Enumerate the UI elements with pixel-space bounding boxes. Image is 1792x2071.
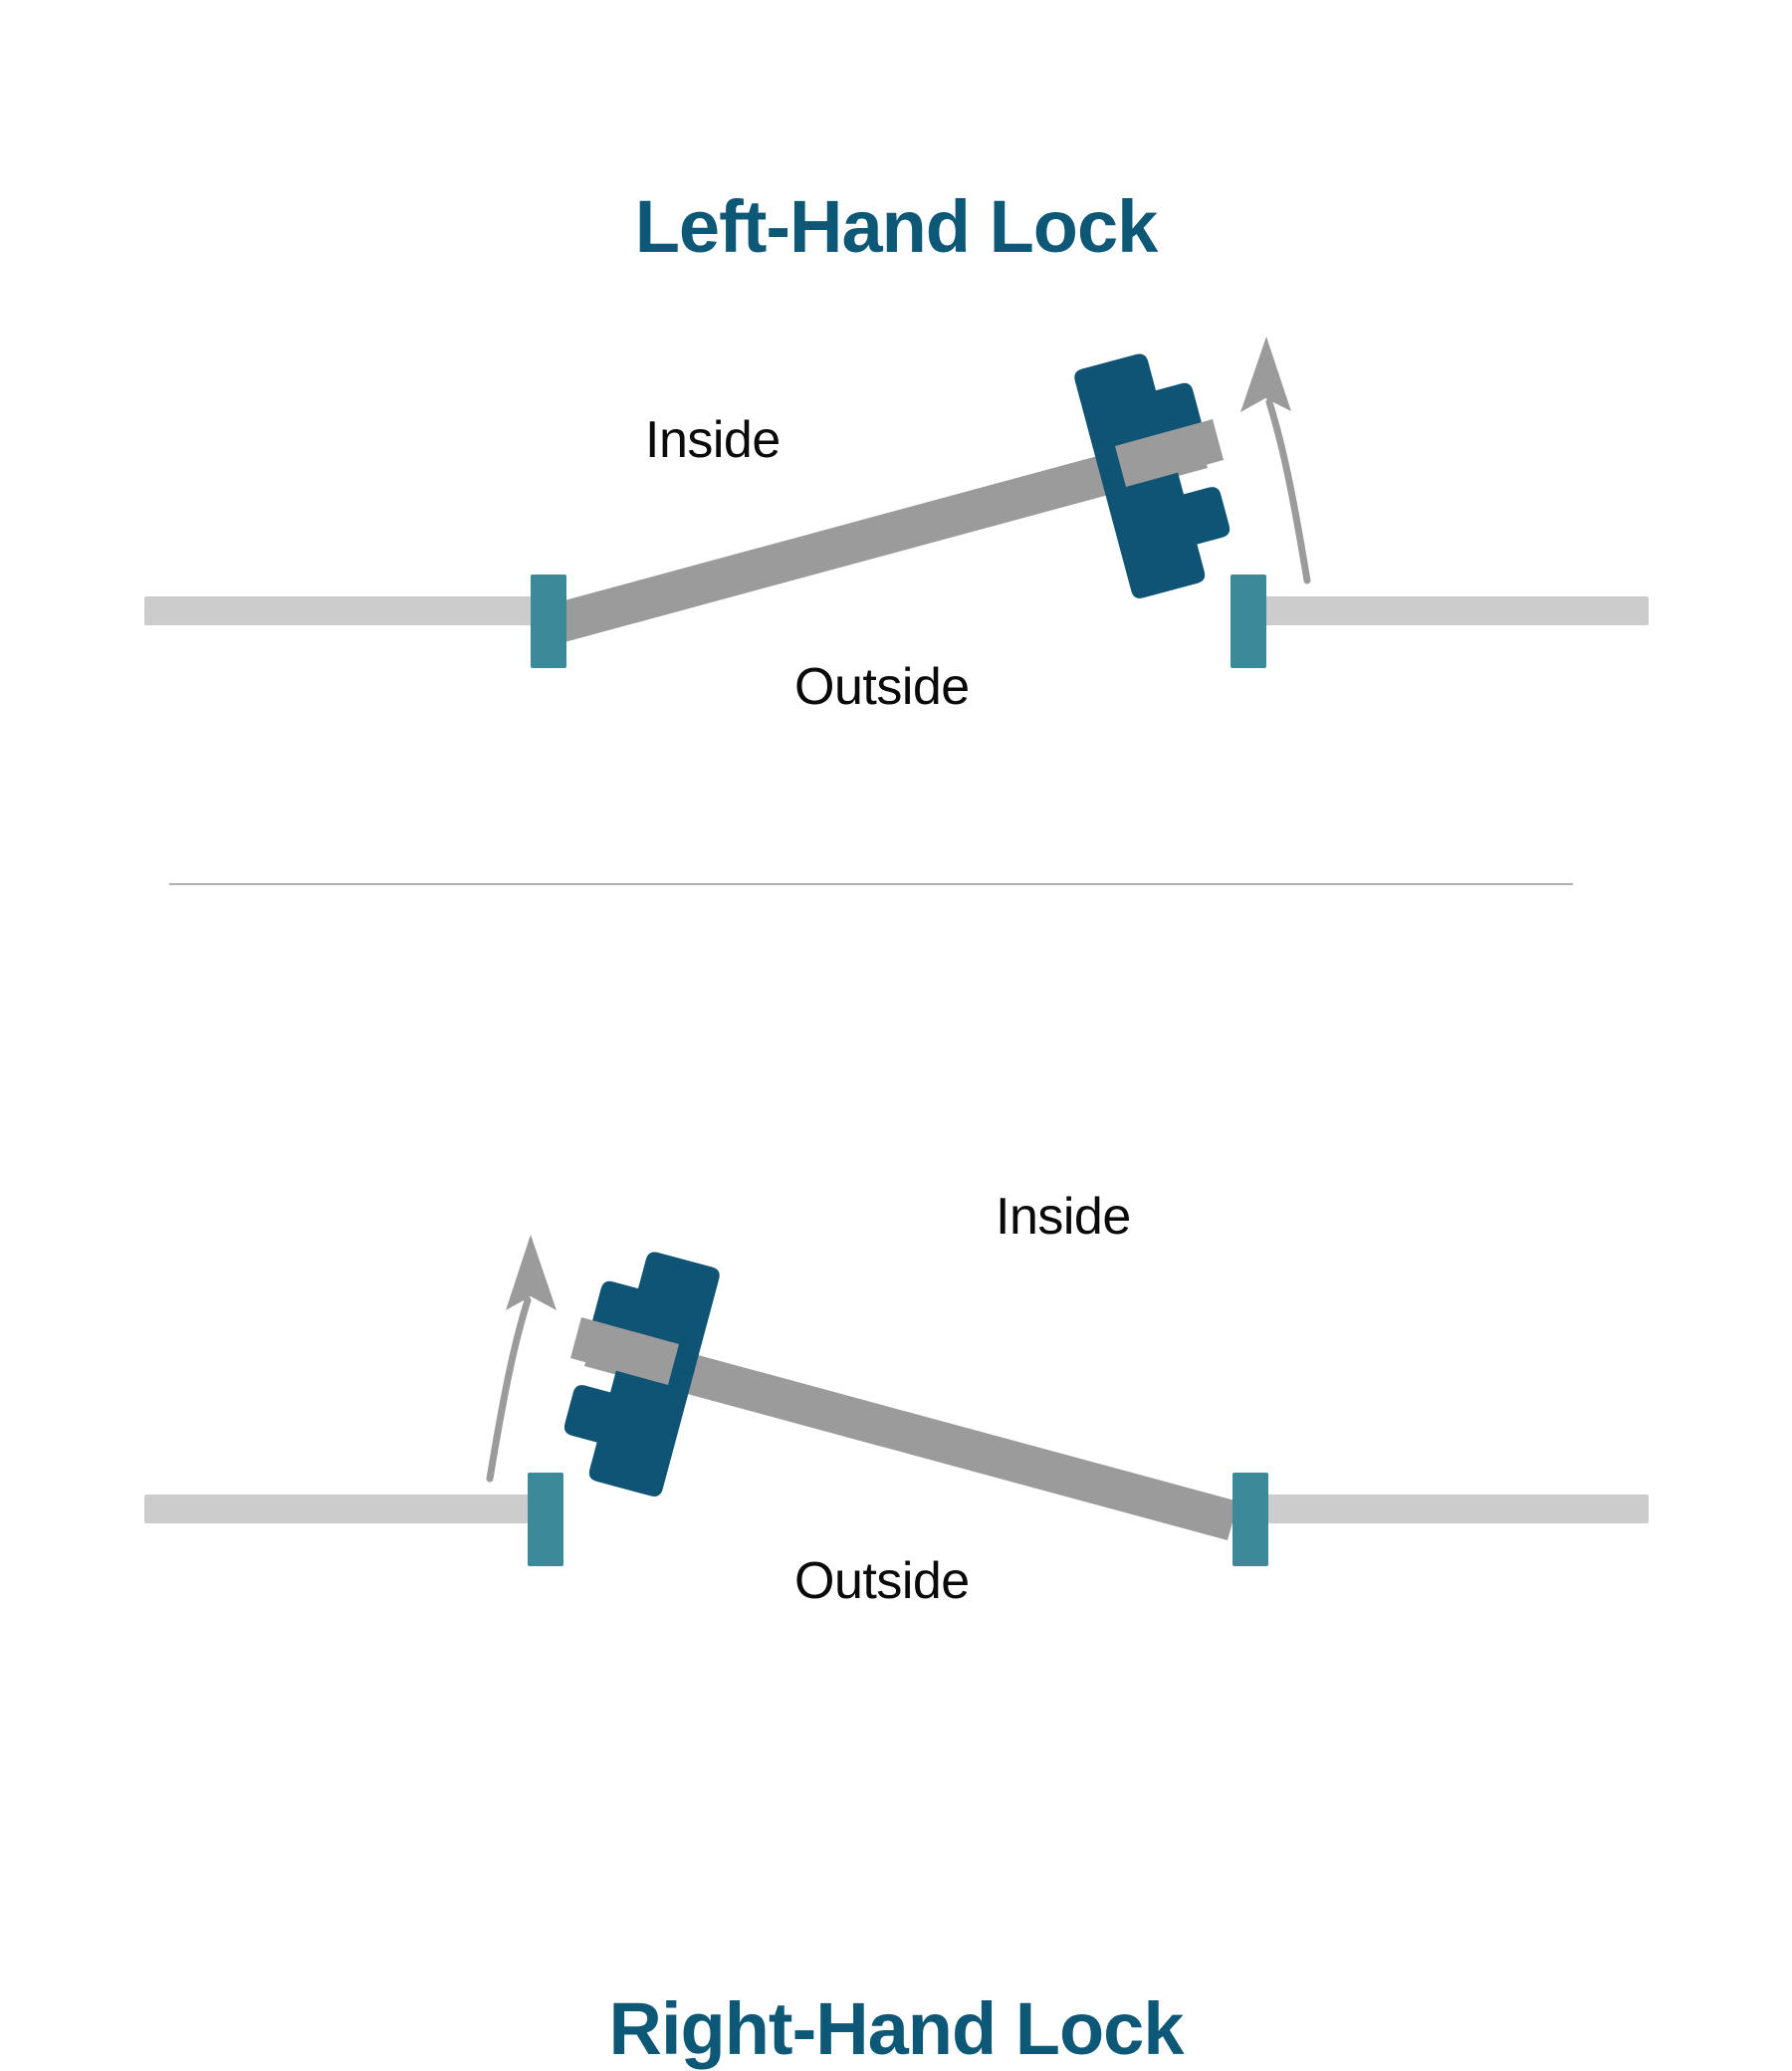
- panel-left-hand-lock: Left-Hand Lock: [0, 0, 1792, 886]
- label-inside-top: Inside: [645, 411, 781, 469]
- label-outside-bottom: Outside: [794, 1552, 970, 1610]
- label-outside-top: Outside: [794, 658, 970, 716]
- label-inside-bottom: Inside: [996, 1188, 1131, 1246]
- panel-right-hand-lock: Right-Hand Lock: [0, 886, 1792, 2070]
- page-title-right-hand-lock: Right-Hand Lock: [608, 1986, 1185, 2070]
- section-divider: [169, 883, 1573, 885]
- page-title-left-hand-lock: Left-Hand Lock: [634, 184, 1159, 268]
